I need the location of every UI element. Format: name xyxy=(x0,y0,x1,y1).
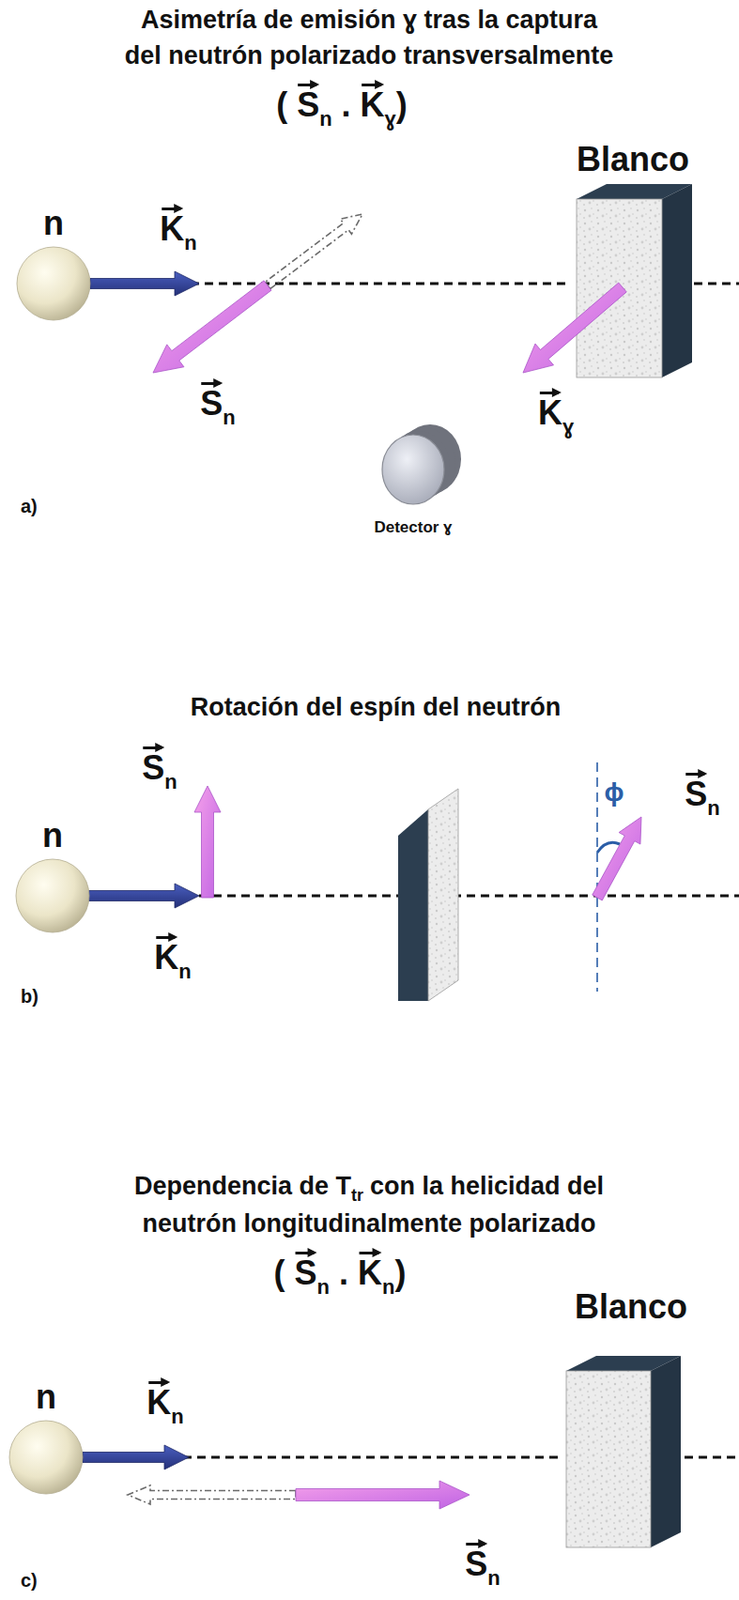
title-text: Rotación del espín del neutrón xyxy=(190,692,562,723)
detector-face xyxy=(382,434,445,505)
target-slab xyxy=(398,788,459,1001)
formula-symbol: ) xyxy=(396,86,408,124)
label-group: Sn xyxy=(200,384,235,423)
label-group: Kɣ xyxy=(538,394,574,432)
node-shape xyxy=(559,1288,685,1552)
label-group: (Sn.Kɣ) xyxy=(276,86,408,124)
subscript: ɣ xyxy=(384,107,397,131)
vector-symbol: S xyxy=(296,86,320,124)
label-group: ϕ xyxy=(604,777,625,808)
formula-symbol: ) xyxy=(394,1254,406,1293)
vector-symbol: K xyxy=(153,939,179,977)
label-group: Asimetría de emisión ɣ tras la captura xyxy=(140,5,598,35)
momentum-arrow xyxy=(90,271,200,296)
label-group: a) xyxy=(20,495,38,518)
label-group: neutrón longitudinalmente polarizado xyxy=(142,1209,597,1239)
vector-symbol: K xyxy=(357,1254,383,1293)
vector-symbol: K xyxy=(146,1384,171,1422)
title-text: del neutrón polarizado transversalmente xyxy=(124,41,615,71)
title-text: con la helicidad del xyxy=(369,1171,604,1201)
spin-arrow xyxy=(523,282,627,373)
label-group: c) xyxy=(20,1570,38,1592)
slab-side xyxy=(398,809,429,1001)
node-label: n xyxy=(42,816,63,855)
node-label: n xyxy=(35,1378,57,1417)
node-label: Blanco xyxy=(576,140,690,179)
vector-arrows xyxy=(82,214,642,1509)
label-group: Rotación del espín del neutrón xyxy=(190,692,562,723)
subscript: n xyxy=(178,959,191,984)
label-group: (Sn.Kn) xyxy=(274,1254,407,1293)
neutron-ball xyxy=(15,859,90,933)
formula-symbol: . xyxy=(338,1254,349,1293)
node-label: Detector ɣ xyxy=(373,519,452,538)
node-box: Blanco xyxy=(569,140,694,384)
vector-symbol: K xyxy=(538,394,563,432)
subscript: n xyxy=(319,107,332,131)
spin-arrow xyxy=(153,280,272,373)
formula-symbol: ( xyxy=(274,1254,286,1293)
subscript: n xyxy=(707,796,720,820)
vector-symbol: S xyxy=(464,1545,488,1584)
node-box: Blanco xyxy=(559,1288,685,1552)
spin-arrow xyxy=(295,1480,470,1509)
beam-line xyxy=(199,283,739,1458)
target-face xyxy=(566,1370,651,1548)
subscript: n xyxy=(382,1275,395,1299)
momentum-arrow xyxy=(82,1445,189,1470)
vector-symbol: S xyxy=(684,775,708,814)
slab-face xyxy=(428,788,459,1001)
label-group: Sn xyxy=(464,1545,500,1584)
vector-symbol: S xyxy=(294,1254,318,1293)
vector-symbol: K xyxy=(360,86,385,124)
ghost-arrow xyxy=(127,1485,296,1505)
target-side xyxy=(662,184,693,378)
panel-letter: c) xyxy=(20,1570,38,1592)
subscript: n xyxy=(170,1404,184,1429)
subscript: n xyxy=(164,769,177,794)
panel-letter: a) xyxy=(20,495,38,518)
title-text: neutrón longitudinalmente polarizado xyxy=(142,1209,597,1239)
node-label: n xyxy=(43,204,64,243)
reference-line xyxy=(596,762,599,992)
angle-symbol: ϕ xyxy=(604,777,625,808)
neutron-ball xyxy=(9,1420,83,1494)
node-box: n xyxy=(14,816,92,935)
subscript: tr xyxy=(351,1185,364,1206)
node-label: Blanco xyxy=(574,1288,688,1326)
title-text: Asimetría de emisión ɣ tras la captura xyxy=(140,5,598,35)
vector-symbol: S xyxy=(141,749,165,787)
subscript: n xyxy=(222,405,235,430)
label-group: Dependencia de Ttrcon la helicidad del xyxy=(134,1171,604,1201)
label-group: Kn xyxy=(146,1384,184,1422)
label-group: Sn xyxy=(141,749,177,787)
momentum-arrow xyxy=(88,883,200,909)
label-group: Sn xyxy=(684,775,720,814)
formula-symbol: . xyxy=(341,86,352,124)
panel-letter: b) xyxy=(20,985,39,1008)
node-box: n xyxy=(15,204,93,323)
ghost-arrow xyxy=(264,214,363,290)
formula-symbol: ( xyxy=(276,86,288,124)
label-group: b) xyxy=(20,985,39,1008)
beam-line xyxy=(199,894,739,898)
beam-line xyxy=(684,1456,739,1460)
vector-symbol: K xyxy=(159,210,185,248)
label-group: del neutrón polarizado transversalmente xyxy=(124,41,615,71)
vector-symbol: S xyxy=(200,384,223,423)
spin-arrow xyxy=(194,785,221,898)
subscript: n xyxy=(317,1275,330,1299)
subscript: n xyxy=(184,230,197,255)
node-box: Detector ɣ xyxy=(361,427,465,545)
neutron-ball xyxy=(16,246,91,321)
subscript: ɣ xyxy=(562,415,574,439)
label-group: Kn xyxy=(153,939,191,977)
subscript: n xyxy=(487,1566,500,1590)
beam-line xyxy=(693,282,739,286)
spin-arrow xyxy=(592,816,642,901)
target-side xyxy=(650,1355,681,1548)
title-text: Dependencia de T xyxy=(134,1171,352,1201)
label-group: Kn xyxy=(159,210,197,248)
node-box: n xyxy=(7,1378,85,1496)
